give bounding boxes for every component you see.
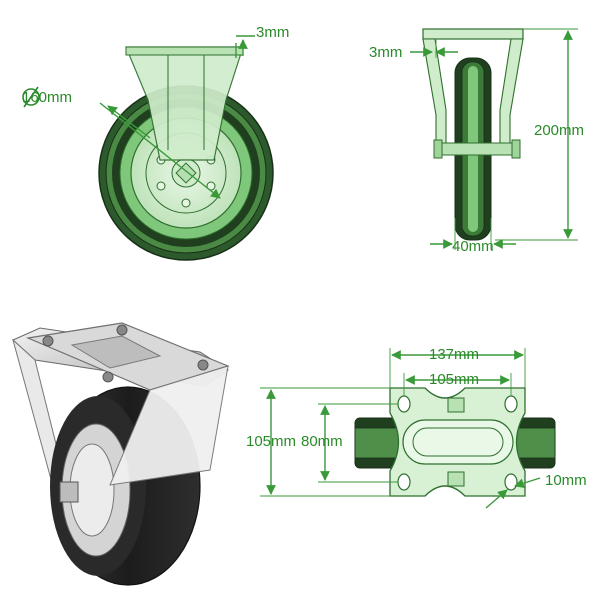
label-wheel-width: 40mm [452,238,494,255]
side-top-plate [422,28,524,40]
top-plate-slot [402,419,514,465]
bolt-hole [397,395,411,413]
label-plate-width: 105mm [246,433,296,450]
side-axle [435,142,519,156]
caster-3d-view [12,322,230,586]
diameter-leader [99,102,221,199]
side-view [410,28,578,250]
bolt-hole [504,473,518,491]
label-side-plate-thickness: 3mm [369,44,402,61]
label-plate-length: 137mm [429,346,479,363]
label-diameter: 160mm [22,89,72,106]
diameter-symbol [22,86,40,108]
label-bolt-hole: 10mm [545,472,587,489]
bolt-hole [397,473,411,491]
label-front-plate-thickness: 3mm [256,24,289,41]
caster-axle-nut [59,481,79,503]
plate-view [260,348,556,509]
label-bolt-spacing-length: 105mm [429,371,479,388]
label-overall-height: 200mm [534,122,584,139]
label-bolt-spacing-width: 80mm [301,433,343,450]
front-view [98,35,274,261]
bolt-hole [504,395,518,413]
